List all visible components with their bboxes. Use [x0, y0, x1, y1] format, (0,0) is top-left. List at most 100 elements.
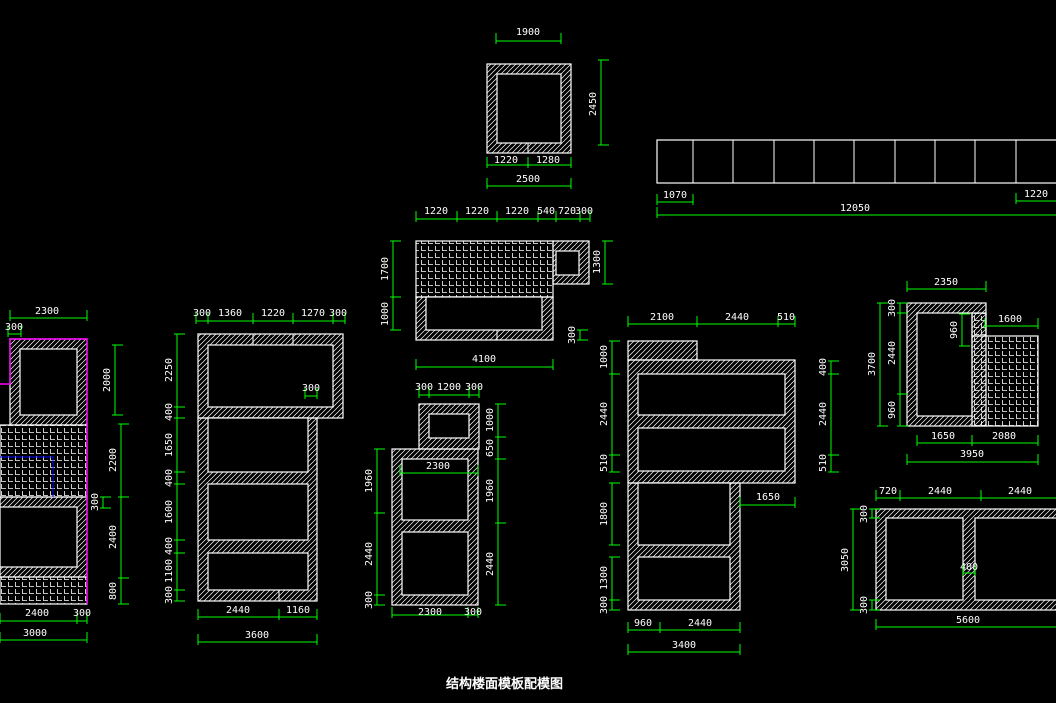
dimension-label: 3050 — [840, 548, 851, 572]
dimension-label: 300 — [364, 591, 375, 609]
dimension-label: 300 — [302, 383, 320, 394]
dimension-label: 2350 — [934, 277, 958, 288]
dimension-label: 300 — [90, 493, 101, 511]
dimension-label: 1700 — [380, 257, 391, 281]
dimension-label: 510 — [818, 454, 829, 472]
formwork-strip — [656, 139, 1056, 184]
dimension-label: 300 — [415, 382, 433, 393]
formwork-grid-panel — [971, 335, 1039, 427]
dimension-label: 300 — [599, 596, 610, 614]
dimension-label: 1600 — [164, 500, 175, 524]
room-opening — [401, 531, 469, 596]
dimension-label: 2500 — [516, 174, 540, 185]
formwork-grid-panel — [0, 576, 88, 605]
formwork-shapes — [0, 63, 1056, 611]
dimension-label: 650 — [485, 439, 496, 457]
dimension-label: 1960 — [485, 479, 496, 503]
dimension-label: 1650 — [931, 431, 955, 442]
room-opening — [207, 552, 309, 591]
formwork-grid-panel — [971, 312, 987, 337]
room-opening — [555, 250, 580, 276]
dimension-label: 1900 — [516, 27, 540, 38]
dimension-label: 1360 — [218, 308, 242, 319]
dimension-label: 540 — [537, 206, 555, 217]
dimension-label: 720 — [558, 206, 576, 217]
dimension-label: 400 — [960, 562, 978, 573]
dimension-label: 2300 — [35, 306, 59, 317]
dimension-label: 2440 — [599, 402, 610, 426]
room-opening — [637, 482, 731, 546]
grid-divider — [0, 456, 54, 497]
dimension-label: 1600 — [998, 314, 1022, 325]
dimension-label: 2300 — [418, 607, 442, 618]
room-opening — [637, 556, 731, 601]
dimension-label: 2440 — [226, 605, 250, 616]
dimension-label: 510 — [777, 312, 795, 323]
room-opening — [19, 348, 78, 416]
dimension-label: 1300 — [592, 250, 603, 274]
dimension-label: 1000 — [599, 345, 610, 369]
dimension-label: 5600 — [956, 615, 980, 626]
dimension-label: 2400 — [108, 525, 119, 549]
dimension-label: 2200 — [108, 448, 119, 472]
dimension-label: 1220 — [494, 155, 518, 166]
dimension-label: 300 — [164, 586, 175, 604]
dimension-label: 2100 — [650, 312, 674, 323]
dimension-label: 1220 — [424, 206, 448, 217]
dimension-label: 2440 — [928, 486, 952, 497]
dimension-label: 400 — [164, 537, 175, 555]
hatched-wall-panel — [627, 340, 698, 361]
dimension-label: 3600 — [245, 630, 269, 641]
formwork-grid-panel — [0, 424, 88, 498]
room-opening — [428, 413, 470, 439]
dimension-label: 3400 — [672, 640, 696, 651]
dimension-label: 1070 — [663, 190, 687, 201]
dimension-label: 1220 — [1024, 189, 1048, 200]
room-opening — [974, 517, 1056, 601]
dimension-label: 1270 — [301, 308, 325, 319]
dimension-label: 300 — [193, 308, 211, 319]
dimension-label: 1280 — [536, 155, 560, 166]
dimension-label: 12050 — [840, 203, 870, 214]
dimension-label: 1200 — [437, 382, 461, 393]
dimension-label: 2400 — [25, 608, 49, 619]
dimension-label: 2440 — [887, 341, 898, 365]
dimension-label: 300 — [329, 308, 347, 319]
dimension-label: 960 — [949, 321, 960, 339]
room-opening — [637, 373, 786, 416]
dimension-label: 1000 — [380, 302, 391, 326]
dimension-label: 4100 — [472, 354, 496, 365]
dimension-label: 400 — [164, 403, 175, 421]
dimension-label: 2450 — [588, 92, 599, 116]
dimension-label: 1300 — [599, 566, 610, 590]
room-opening — [0, 506, 78, 568]
dimension-label: 3700 — [867, 352, 878, 376]
dimension-label: 300 — [5, 322, 23, 333]
selected-outline — [0, 338, 88, 604]
dimension-label: 1160 — [286, 605, 310, 616]
dimension-label: 2440 — [688, 618, 712, 629]
dimension-label: 300 — [859, 596, 870, 614]
dimension-label: 3000 — [23, 628, 47, 639]
dimension-label: 1960 — [364, 469, 375, 493]
dimension-label: 2080 — [992, 431, 1016, 442]
dimension-label: 1650 — [164, 433, 175, 457]
dimension-label: 2440 — [1008, 486, 1032, 497]
dimension-label: 2440 — [725, 312, 749, 323]
dimension-label: 800 — [108, 582, 119, 600]
room-opening — [916, 312, 973, 417]
dimension-label: 2000 — [102, 368, 113, 392]
room-opening — [207, 417, 309, 473]
dimension-label: 1650 — [756, 492, 780, 503]
room-opening — [401, 458, 469, 521]
dimension-label: 720 — [879, 486, 897, 497]
room-opening — [496, 73, 562, 144]
room-opening — [207, 483, 309, 541]
dimension-label: 1220 — [261, 308, 285, 319]
dimension-label: 1220 — [465, 206, 489, 217]
dimension-label: 960 — [634, 618, 652, 629]
dimension-label: 300 — [575, 206, 593, 217]
dimension-label: 300 — [859, 505, 870, 523]
dimension-labels: 1900 2450 1220 1280 2500 1070 12050 1220 1220 122… — [5, 27, 1048, 651]
